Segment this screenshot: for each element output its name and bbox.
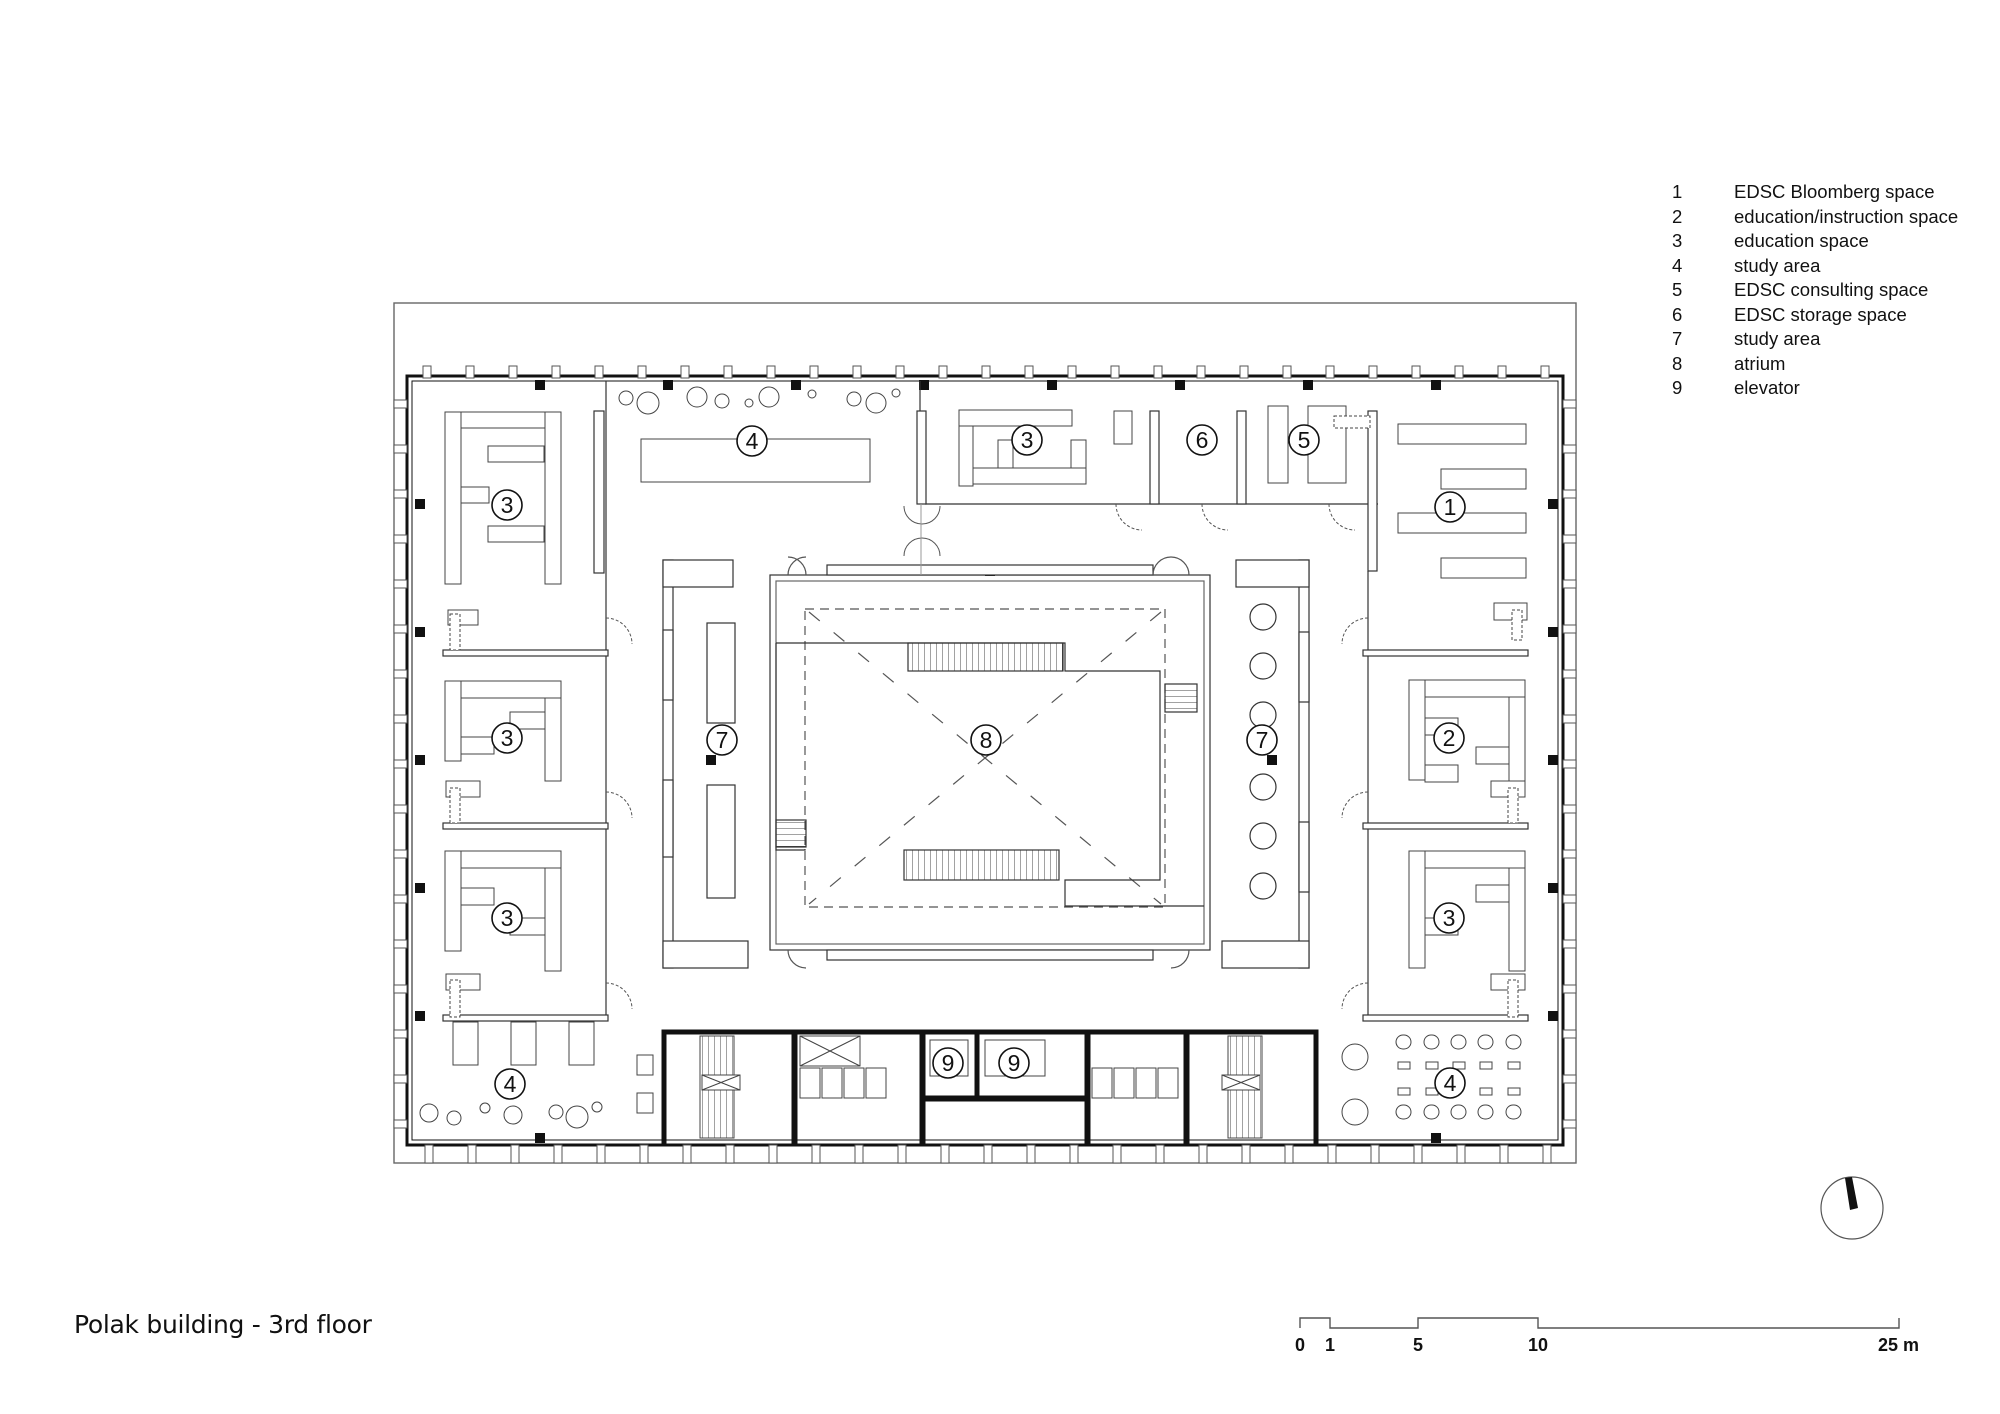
- double-door: [903, 504, 941, 575]
- core: [661, 1029, 1319, 1146]
- svg-text:7: 7: [716, 727, 729, 753]
- legend-label: education/instruction space: [1734, 205, 1959, 227]
- north-arrow-icon: [1820, 1176, 1884, 1240]
- room-label-3: 3: [1433, 902, 1465, 934]
- svg-text:9: 9: [942, 1050, 955, 1076]
- svg-text:7: 7: [1256, 727, 1269, 753]
- room-label-2: 2: [1433, 722, 1465, 754]
- room-label-1: 1: [1434, 491, 1466, 523]
- study-area-4-bottom-right-furniture: [1341, 1034, 1522, 1126]
- legend-label: EDSC consulting space: [1734, 279, 1929, 300]
- study-area-7-right: [1221, 559, 1310, 969]
- legend-number: 9: [1672, 377, 1683, 398]
- room-2-furniture: [1408, 679, 1526, 824]
- svg-text:3: 3: [501, 725, 514, 751]
- legend-item: 7 study area: [1662, 327, 1958, 352]
- scale-tick-label: 5: [1413, 1335, 1424, 1355]
- scale-tick-label: 0: [1295, 1335, 1306, 1355]
- legend-number: 4: [1672, 254, 1683, 276]
- room-doors: [605, 503, 1369, 1010]
- scale-tick-label: 10: [1528, 1335, 1549, 1355]
- legend-number: 3: [1672, 230, 1683, 251]
- room-label-4: 4: [494, 1068, 526, 1100]
- room-label-3: 3: [491, 902, 523, 934]
- room-5-furniture: [1267, 405, 1371, 484]
- room-label-4: 4: [1434, 1067, 1466, 1099]
- room-3-top-left-furniture: [444, 411, 562, 651]
- legend-item: 5 EDSC consulting space: [1662, 278, 1958, 303]
- svg-text:9: 9: [1008, 1050, 1021, 1076]
- svg-text:3: 3: [501, 492, 514, 518]
- legend-label: education space: [1734, 230, 1869, 251]
- scale-tick-label: 1: [1325, 1335, 1336, 1355]
- legend-item: 8 atrium: [1662, 352, 1958, 377]
- legend-number: 2: [1672, 205, 1683, 227]
- legend-item: 9 elevator: [1662, 376, 1958, 401]
- legend-item: 1 EDSC Bloomberg space: [1662, 180, 1958, 205]
- room-label-3: 3: [1011, 424, 1043, 456]
- study-area-7-left: [662, 559, 749, 969]
- legend-number: 8: [1672, 352, 1683, 374]
- scale-tick-label: 25 m: [1878, 1335, 1920, 1355]
- legend-number: 1: [1672, 181, 1683, 202]
- facade-mullions: [422, 365, 1550, 379]
- room-3-mid-left-furniture: [444, 680, 562, 824]
- legend-item: 4 study area: [1662, 254, 1958, 279]
- legend-label: study area: [1734, 328, 1821, 349]
- svg-text:4: 4: [1444, 1070, 1457, 1096]
- room-label-4: 4: [736, 425, 768, 457]
- svg-text:3: 3: [501, 905, 514, 931]
- room-label-7: 7: [1246, 724, 1278, 756]
- room-label-3: 3: [491, 489, 523, 521]
- facade-fins-sides: [393, 399, 1577, 1129]
- legend: 1 EDSC Bloomberg space 2 education/instruc…: [1662, 180, 1958, 401]
- right-rooms-walls: [1362, 571, 1529, 1022]
- svg-text:6: 6: [1196, 427, 1209, 453]
- svg-text:3: 3: [1021, 427, 1034, 453]
- legend-item: 3 education space: [1662, 229, 1958, 254]
- facade-fins-bottom: [424, 1144, 1552, 1164]
- room-label-9: 9: [998, 1047, 1030, 1079]
- svg-text:5: 5: [1298, 427, 1311, 453]
- room-labels: 3 4 3 6 5 1 3 7 8 7 2 3 3 4 9 9 4: [491, 424, 1466, 1100]
- room-label-6: 6: [1186, 424, 1218, 456]
- scale-bar: [1299, 1317, 1900, 1329]
- room-3-top-middle-furniture: [958, 409, 1133, 487]
- svg-text:4: 4: [746, 428, 759, 454]
- drawing-title: Polak building - 3rd floor: [74, 1310, 372, 1339]
- room-label-9: 9: [932, 1047, 964, 1079]
- room-label-8: 8: [970, 724, 1002, 756]
- legend-item: 2 education/instruction space: [1662, 205, 1958, 230]
- legend-number: 6: [1672, 303, 1683, 325]
- legend-number: 5: [1672, 279, 1683, 300]
- room-label-3: 3: [491, 722, 523, 754]
- study-area-4-bottom-left-furniture: [419, 1021, 654, 1129]
- top-row-walls: [916, 381, 1378, 572]
- room-1-furniture: [1397, 423, 1528, 641]
- left-rooms-walls: [442, 381, 609, 1022]
- legend-item: 6 EDSC storage space: [1662, 303, 1958, 328]
- atrium: [769, 556, 1211, 969]
- svg-text:3: 3: [1443, 905, 1456, 931]
- room-3-low-left-furniture: [444, 850, 562, 1018]
- svg-text:4: 4: [504, 1071, 517, 1097]
- room-3-right-furniture: [1408, 850, 1526, 1018]
- legend-label: EDSC storage space: [1734, 303, 1907, 325]
- legend-number: 7: [1672, 328, 1683, 349]
- legend-label: atrium: [1734, 352, 1786, 374]
- svg-text:2: 2: [1443, 725, 1456, 751]
- legend-label: elevator: [1734, 377, 1800, 398]
- svg-text:8: 8: [980, 727, 993, 753]
- room-label-7: 7: [706, 724, 738, 756]
- legend-label: study area: [1734, 254, 1821, 276]
- room-label-5: 5: [1288, 424, 1320, 456]
- legend-label: EDSC Bloomberg space: [1734, 181, 1935, 202]
- svg-text:1: 1: [1444, 494, 1457, 520]
